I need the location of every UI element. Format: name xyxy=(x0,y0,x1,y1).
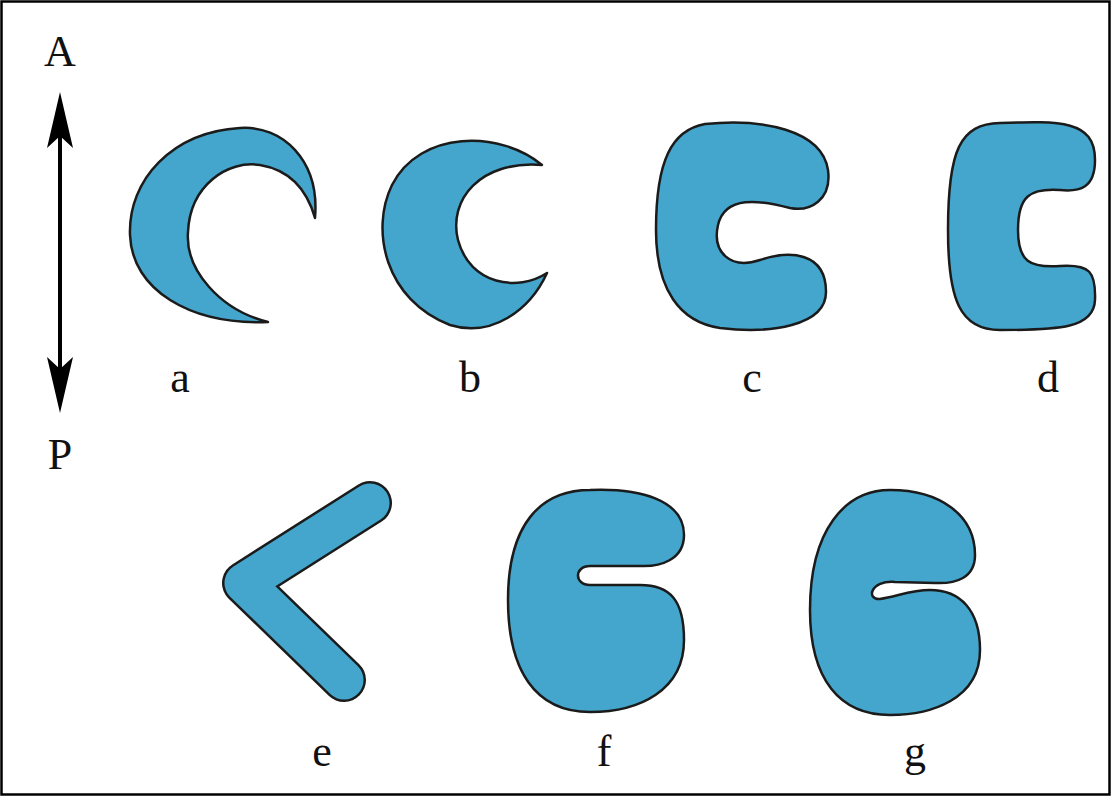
shape-label: e xyxy=(312,730,332,774)
axis-label: A xyxy=(44,30,76,74)
axis-label: P xyxy=(48,433,72,477)
axis-arrow xyxy=(47,92,73,413)
shape-label: f xyxy=(597,730,612,774)
crescent-shape xyxy=(130,128,316,322)
c-shape xyxy=(656,123,828,330)
crescent-shape xyxy=(383,141,547,328)
shape-label: d xyxy=(1037,356,1059,400)
slotted-shape xyxy=(508,490,684,712)
shape-label: g xyxy=(904,730,926,774)
slotted-shape xyxy=(810,490,980,715)
shape-label: a xyxy=(170,356,190,400)
shape-label: c xyxy=(742,356,762,400)
c-shape xyxy=(948,122,1095,330)
chevron-shape xyxy=(244,503,370,680)
shape-label: b xyxy=(459,356,481,400)
